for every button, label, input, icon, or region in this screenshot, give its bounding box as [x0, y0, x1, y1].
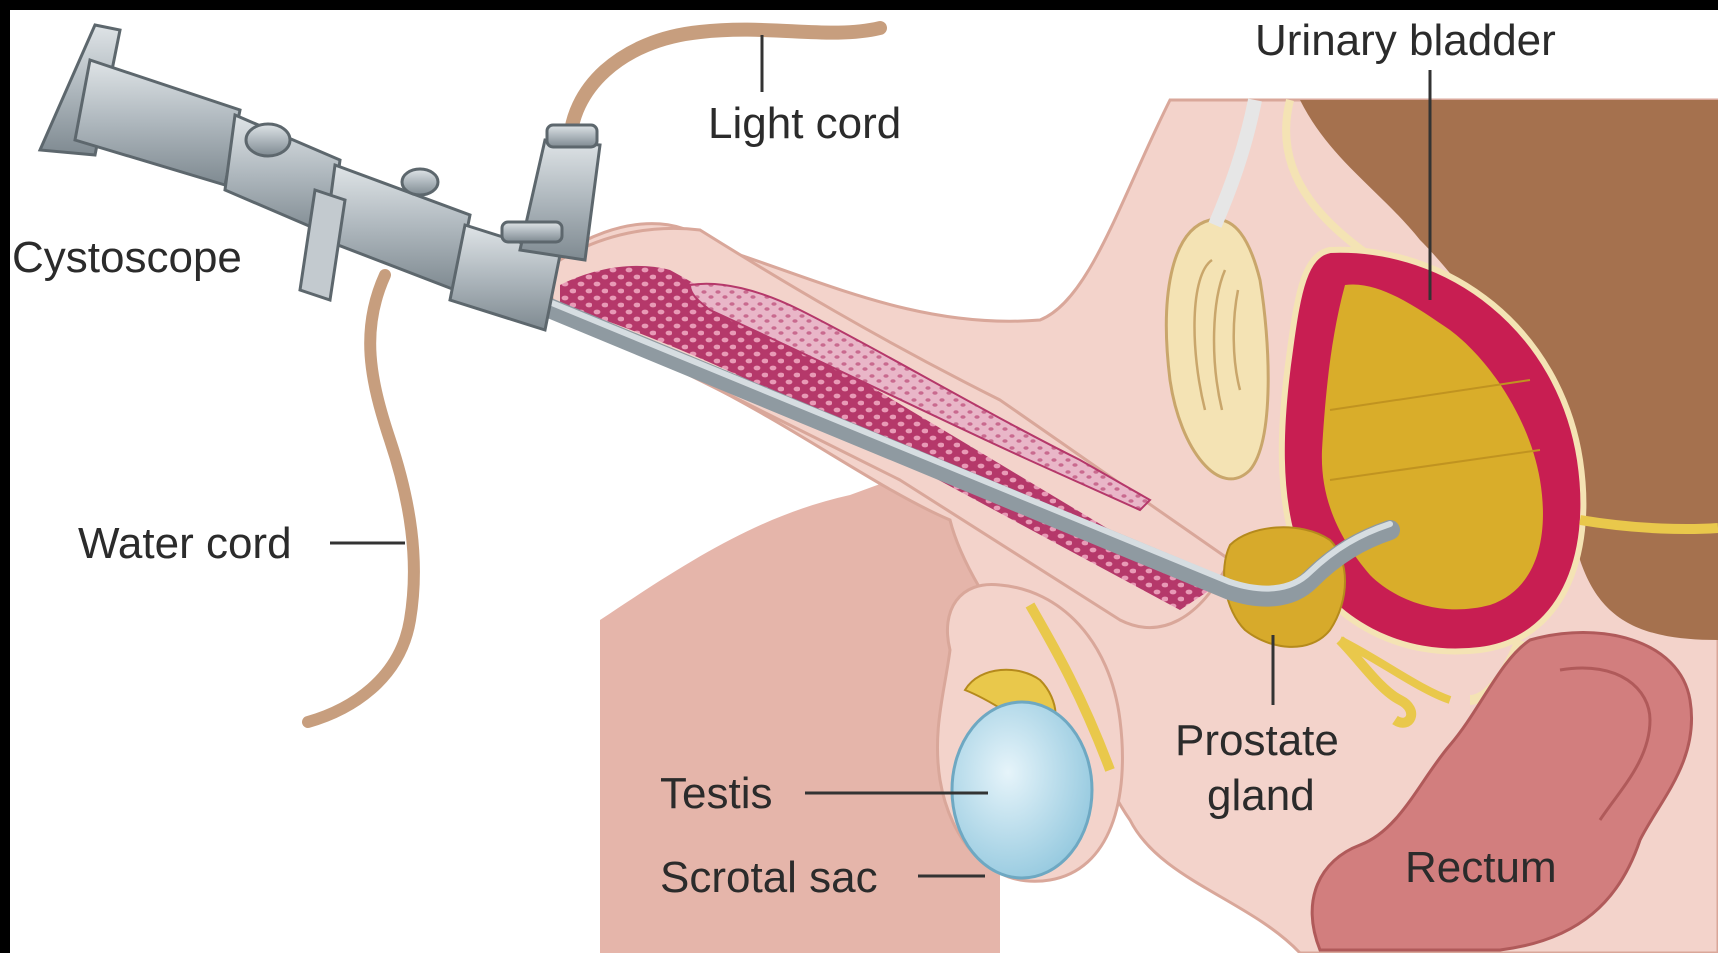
label-scrotal-sac: Scrotal sac: [660, 853, 878, 902]
label-prostate-gland-line2: gland: [1207, 771, 1315, 820]
label-rectum: Rectum: [1405, 843, 1557, 892]
label-cystoscope: Cystoscope: [12, 233, 242, 282]
label-water-cord: Water cord: [78, 519, 292, 568]
label-testis: Testis: [660, 769, 772, 818]
label-urinary-bladder: Urinary bladder: [1255, 16, 1556, 65]
label-light-cord: Light cord: [708, 99, 901, 148]
testis: [952, 702, 1092, 878]
label-prostate-gland-line1: Prostate: [1175, 716, 1339, 765]
